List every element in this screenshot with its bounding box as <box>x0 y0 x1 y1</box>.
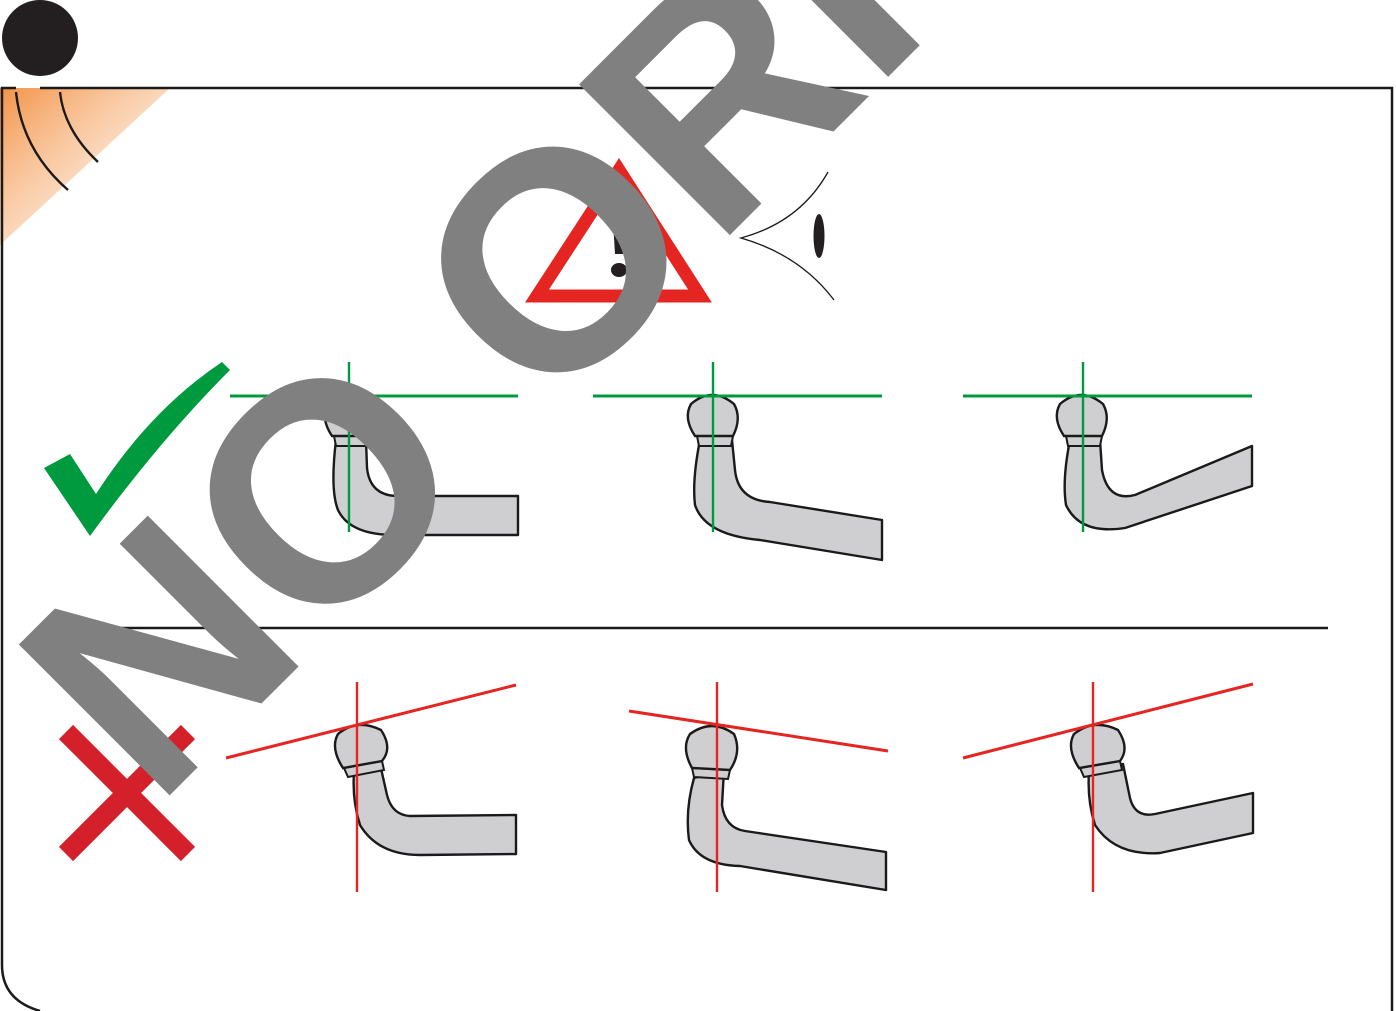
eye-icon <box>738 171 835 301</box>
tow-ball <box>684 724 739 772</box>
check-mark-icon <box>44 362 230 536</box>
reference-tilted <box>962 682 1254 760</box>
corner-glow <box>0 88 170 245</box>
tow-ball <box>1055 393 1108 438</box>
page-corner-dot-icon <box>2 0 78 76</box>
tow-bar <box>686 768 888 892</box>
tow-bar <box>1087 762 1255 855</box>
tow-bar <box>332 438 520 537</box>
tow-bar <box>352 762 518 857</box>
wrong-example <box>225 682 518 892</box>
wrong-examples <box>225 682 1255 892</box>
watermark-text: NO ORI <box>0 0 981 857</box>
tow-ball <box>1069 723 1126 770</box>
wrong-example <box>962 682 1255 892</box>
correct-example <box>963 362 1254 532</box>
warning-triangle-icon <box>525 158 712 303</box>
cross-mark-icon <box>58 724 196 862</box>
tow-bar <box>1063 438 1254 531</box>
page-frame <box>0 86 1394 1011</box>
correct-examples <box>230 362 1254 562</box>
tow-bar <box>693 438 884 562</box>
wrong-example <box>628 682 889 892</box>
correct-example <box>230 362 520 537</box>
ball-neck <box>695 435 735 447</box>
reference-tilted <box>225 683 517 760</box>
reference-tilted <box>628 709 889 753</box>
tow-ball <box>333 723 389 770</box>
correct-example <box>593 362 884 562</box>
